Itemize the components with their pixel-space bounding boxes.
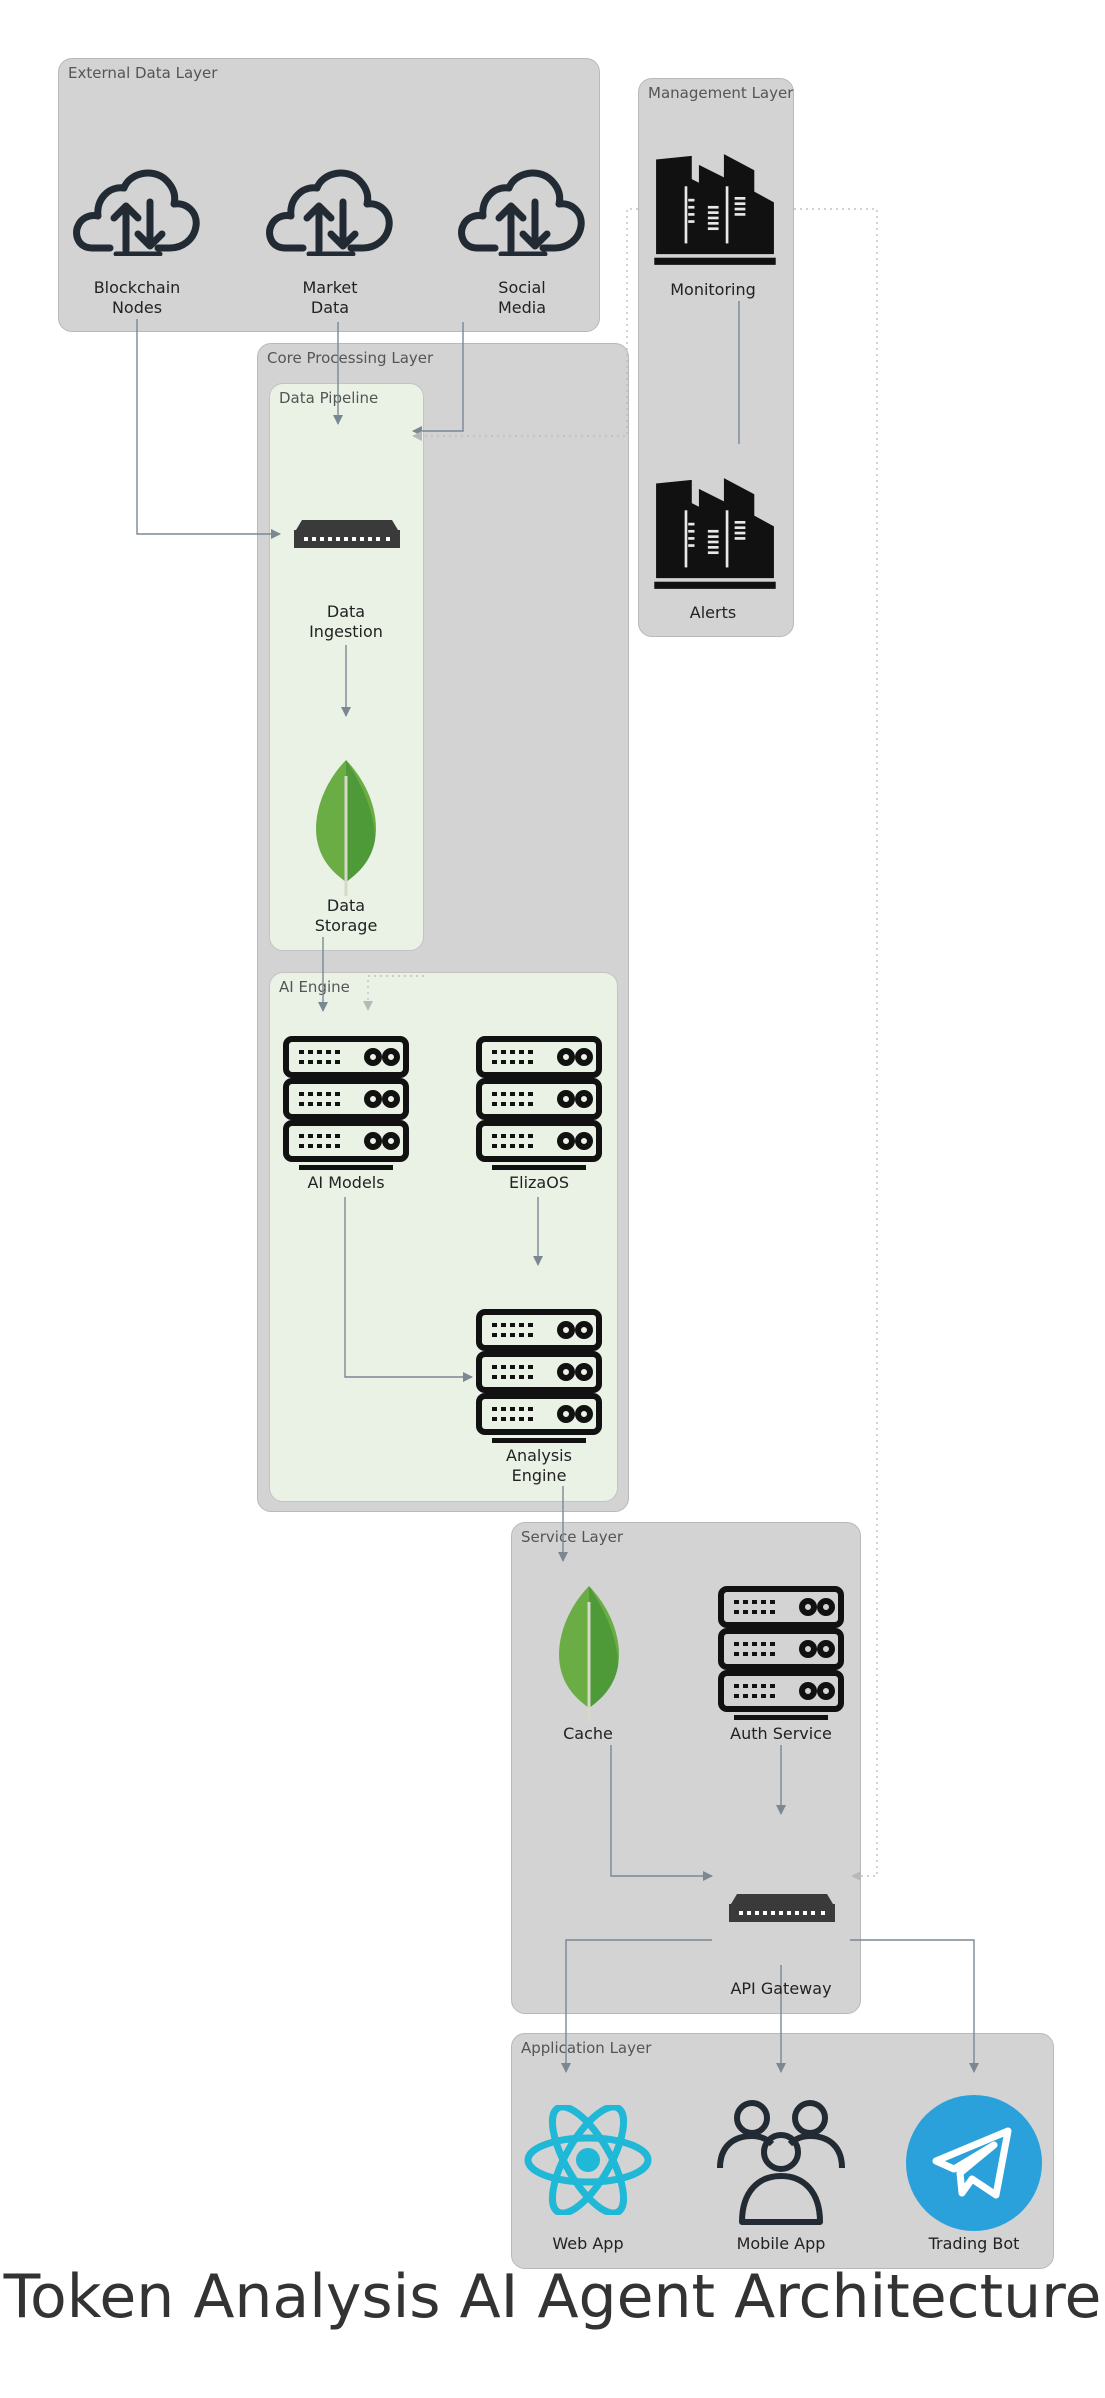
users-icon	[716, 2096, 846, 2226]
trading-bot-label: Trading Bot	[928, 2234, 1020, 2253]
api-gateway-label: API Gateway	[730, 1979, 832, 1998]
edge-blockchain-ingestion	[136, 319, 281, 539]
alerts-label: Alerts	[689, 603, 737, 622]
server-rack-icon	[716, 1584, 846, 1724]
cloud-icon	[72, 166, 202, 256]
data-ingestion-label: Data Ingestion	[309, 602, 383, 641]
edge-aimodels-analysis	[344, 1197, 473, 1382]
server-rack-icon	[474, 1307, 604, 1447]
data-storage-label: Data Storage	[314, 896, 378, 935]
social-media-label: Social Media	[497, 278, 547, 317]
telegram-icon	[904, 2093, 1044, 2233]
server-rack-icon	[281, 1034, 411, 1174]
elizaos-label: ElizaOS	[509, 1173, 569, 1192]
factory-icon	[645, 147, 785, 272]
cache-label: Cache	[563, 1724, 613, 1743]
cluster-label-core: Core Processing Layer	[267, 349, 434, 367]
edge-social-pipeline	[412, 322, 464, 436]
network-switch-icon	[292, 516, 402, 552]
react-atom-icon	[523, 2105, 653, 2215]
cluster-label-external: External Data Layer	[68, 64, 218, 82]
network-switch-icon	[727, 1890, 837, 1926]
mongodb-leaf-icon	[554, 1584, 624, 1724]
cluster-label-management: Management Layer	[648, 84, 794, 102]
auth-service-label: Auth Service	[730, 1724, 832, 1743]
edge-gateway-bot	[850, 1939, 979, 2073]
cluster-label-service: Service Layer	[521, 1528, 624, 1546]
mongodb-leaf-icon	[311, 758, 381, 898]
external-data-layer: External Data Layer	[58, 58, 600, 332]
cluster-label-application: Application Layer	[521, 2039, 652, 2057]
blockchain-nodes-label: Blockchain Nodes	[93, 278, 181, 317]
cluster-label-pipeline: Data Pipeline	[279, 389, 379, 407]
server-rack-icon	[474, 1034, 604, 1174]
analysis-engine-label: Analysis Engine	[506, 1446, 572, 1485]
web-app-label: Web App	[552, 2234, 624, 2253]
factory-icon	[645, 471, 785, 596]
edge-cache-gateway	[610, 1745, 713, 1881]
edge-gateway-webapp	[561, 1939, 712, 2073]
cloud-icon	[457, 166, 587, 256]
market-data-label: Market Data	[302, 278, 358, 317]
monitoring-label: Monitoring	[670, 280, 756, 299]
ai-models-label: AI Models	[307, 1173, 385, 1192]
mobile-app-label: Mobile App	[736, 2234, 826, 2253]
cloud-icon	[265, 166, 395, 256]
cluster-label-ai: AI Engine	[279, 978, 350, 996]
edge-pipeline-ai-dotted	[363, 975, 424, 1011]
diagram-title: Token Analysis AI Agent Architecture	[3, 2262, 1102, 2332]
